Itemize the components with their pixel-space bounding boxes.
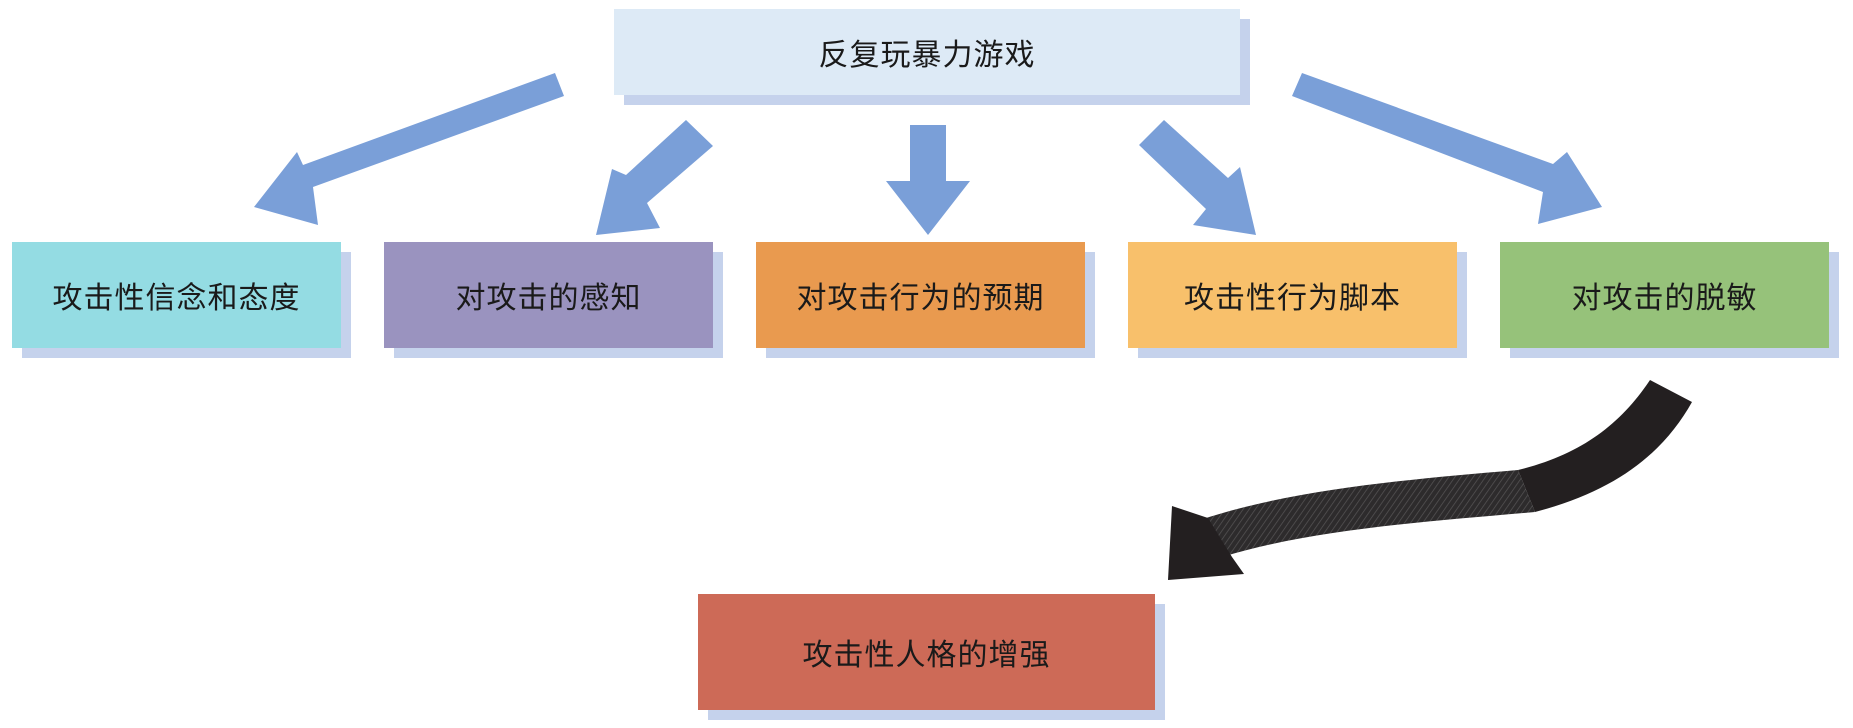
node-violent-games-label: 反复玩暴力游戏 — [818, 38, 1036, 73]
node-aggression-expectation: 对攻击行为的预期 — [756, 242, 1085, 348]
curved-arrow-hatched — [1200, 470, 1535, 557]
node-aggression-script: 攻击性行为脚本 — [1128, 242, 1457, 348]
node-desensitization: 对攻击的脱敏 — [1500, 242, 1829, 348]
curved-arrow-solid — [1518, 380, 1692, 512]
node-aggression-perception: 对攻击的感知 — [384, 242, 713, 348]
arrow-to-desensitization — [1292, 73, 1602, 224]
arrow-to-perception — [596, 120, 713, 235]
node-aggressive-beliefs-label: 攻击性信念和态度 — [52, 281, 301, 316]
node-aggressive-beliefs: 攻击性信念和态度 — [12, 242, 341, 348]
arrow-to-beliefs — [254, 73, 564, 225]
node-aggressive-personality: 攻击性人格的增强 — [698, 594, 1155, 710]
arrow-to-script — [1139, 120, 1256, 235]
node-aggression-expectation-label: 对攻击行为的预期 — [796, 281, 1045, 316]
node-violent-games: 反复玩暴力游戏 — [614, 9, 1240, 95]
arrow-to-expectation — [886, 125, 970, 235]
node-desensitization-label: 对攻击的脱敏 — [1571, 281, 1758, 316]
node-aggression-perception-label: 对攻击的感知 — [455, 281, 642, 316]
curved-arrow-head — [1168, 506, 1244, 580]
node-aggressive-personality-label: 攻击性人格的增强 — [802, 638, 1051, 673]
node-aggression-script-label: 攻击性行为脚本 — [1184, 281, 1401, 316]
